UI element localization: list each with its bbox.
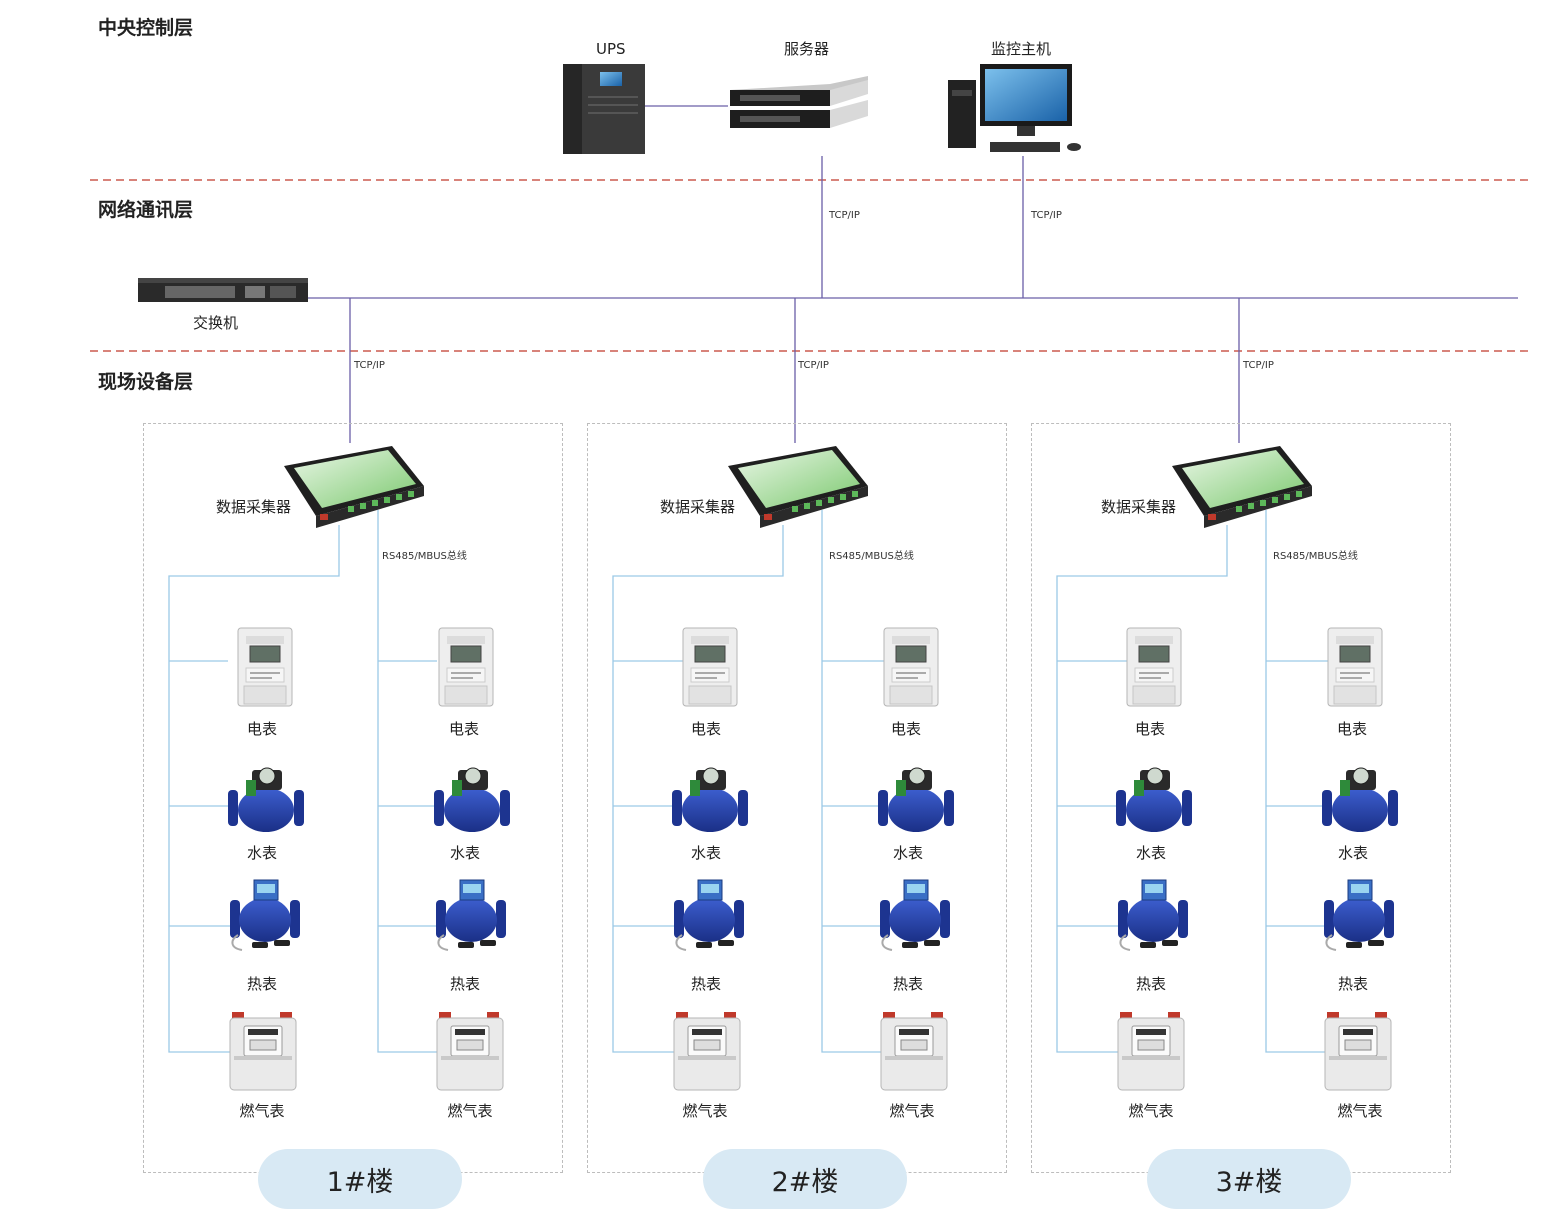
- building-3-area: [1031, 423, 1451, 1173]
- heat-meter-label: 热表: [1135, 975, 1166, 993]
- tcpip-label-building-1: TCP/IP: [354, 360, 385, 371]
- switch-label: 交换机: [193, 314, 239, 332]
- heat-meter-label: 热表: [1337, 975, 1368, 993]
- ups-device: [563, 64, 645, 154]
- gas-meter-label: 燃气表: [239, 1102, 285, 1120]
- building-1-area: [143, 423, 563, 1173]
- electric-meter-label: 电表: [448, 720, 479, 738]
- gas-meter-label: 燃气表: [682, 1102, 728, 1120]
- collector-label: 数据采集器: [216, 498, 292, 516]
- server-device: [730, 76, 868, 128]
- tcpip-label-server: TCP/IP: [829, 210, 860, 221]
- water-meter-label: 水表: [246, 844, 277, 862]
- tcpip-label-building-2: TCP/IP: [798, 360, 829, 371]
- tcpip-label-monitor: TCP/IP: [1031, 210, 1062, 221]
- electric-meter-label: 电表: [1134, 720, 1165, 738]
- monitor-host-label: 监控主机: [991, 40, 1052, 58]
- layer-title-field: 现场设备层: [98, 371, 194, 393]
- gas-meter-label: 燃气表: [1337, 1102, 1383, 1120]
- server-label: 服务器: [784, 40, 830, 58]
- building-3-graphics: [1056, 446, 1399, 1091]
- building-1-pill: 1#楼: [258, 1149, 462, 1209]
- layer-title-network: 网络通讯层: [98, 199, 194, 221]
- water-meter-label: 水表: [1337, 844, 1368, 862]
- tcpip-label-building-3: TCP/IP: [1243, 360, 1274, 371]
- electric-meter-label: 电表: [690, 720, 721, 738]
- ups-label: UPS: [596, 40, 626, 58]
- heat-meter-label: 热表: [246, 975, 277, 993]
- gas-meter-label: 燃气表: [889, 1102, 935, 1120]
- network-lines: [308, 105, 1518, 443]
- water-meter-label: 水表: [690, 844, 721, 862]
- water-meter-label: 水表: [892, 844, 923, 862]
- bus-label: RS485/MBUS总线: [829, 551, 914, 562]
- monitor-host-device: [948, 64, 1081, 152]
- bus-label: RS485/MBUS总线: [382, 551, 467, 562]
- electric-meter-label: 电表: [890, 720, 921, 738]
- layer-title-central: 中央控制层: [98, 17, 194, 39]
- heat-meter-label: 热表: [690, 975, 721, 993]
- switch-device: [138, 278, 308, 302]
- gas-meter-label: 燃气表: [1128, 1102, 1174, 1120]
- collector-label: 数据采集器: [660, 498, 736, 516]
- building-2-pill: 2#楼: [703, 1149, 907, 1209]
- water-meter-label: 水表: [449, 844, 480, 862]
- electric-meter-label: 电表: [246, 720, 277, 738]
- water-meter-label: 水表: [1135, 844, 1166, 862]
- electric-meter-label: 电表: [1336, 720, 1367, 738]
- gas-meter-label: 燃气表: [447, 1102, 493, 1120]
- heat-meter-label: 热表: [449, 975, 480, 993]
- bus-label: RS485/MBUS总线: [1273, 551, 1358, 562]
- building-1-graphics: [168, 446, 511, 1091]
- building-2-graphics: [612, 446, 955, 1091]
- collector-label: 数据采集器: [1101, 498, 1177, 516]
- building-3-pill: 3#楼: [1147, 1149, 1351, 1209]
- building-2-area: [587, 423, 1007, 1173]
- heat-meter-label: 热表: [892, 975, 923, 993]
